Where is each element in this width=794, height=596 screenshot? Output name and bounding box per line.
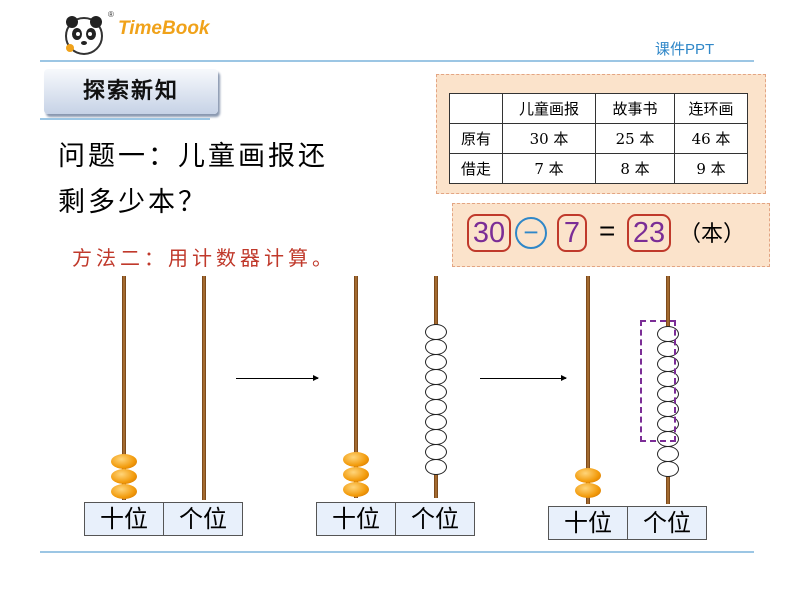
table-cell: 30 本 [502,123,596,154]
table-panel: 儿童画报 故事书 连环画 原有 30 本 25 本 46 本 借走 7 本 8 … [436,74,766,194]
table-cell: 8 本 [595,153,675,184]
tens-rod [354,276,358,498]
table-header-row: 儿童画报 故事书 连环画 [449,93,748,124]
section-tab: 探索新知 [44,69,218,114]
ones-bead [425,369,447,385]
header-divider [40,60,754,62]
footer-divider [40,551,754,553]
panda-logo-icon [62,12,106,56]
tens-bead [343,467,369,482]
section-underline [40,118,210,120]
equation-panel: 30 − 7 = 23 （本） [452,203,770,267]
ones-label: 个位 [627,506,707,540]
ones-rod [202,276,206,500]
ones-bead [657,446,679,462]
ones-bead [657,461,679,477]
equation-minuend: 30 [467,214,511,252]
question-text: 问题一：儿童画报还 剩多少本？ [58,134,418,226]
table-cell: 25 本 [595,123,675,154]
tens-bead [575,483,601,498]
ones-bead [425,339,447,355]
tens-label: 十位 [316,502,396,536]
equation-result: 23 [627,214,671,252]
place-value-label: 十位 个位 [84,502,244,536]
tens-bead [111,469,137,484]
brand-logo-text: TimeBook [118,18,210,39]
ones-bead [425,354,447,370]
question-line-2: 剩多少本？ [58,187,208,218]
tens-bead [343,482,369,497]
ones-bead [425,384,447,400]
tens-rod [586,276,590,504]
ones-bead [425,429,447,445]
question-line-1: 问题一：儿童画报还 [58,141,328,172]
tens-rod [122,276,126,500]
book-table: 儿童画报 故事书 连环画 原有 30 本 25 本 46 本 借走 7 本 8 … [449,93,748,184]
ones-label: 个位 [395,502,475,536]
ones-bead [425,444,447,460]
place-value-label: 十位 个位 [316,502,476,536]
table-row-label: 借走 [449,153,503,184]
tens-bead [343,452,369,467]
arrow-icon [480,375,567,381]
table-cell: 46 本 [674,123,748,154]
ones-label: 个位 [163,502,243,536]
abacus-stage-1: 十位 个位 [84,276,248,538]
table-cell: 7 本 [502,153,596,184]
table-header-cell [449,93,503,124]
table-header-cell: 连环画 [674,93,748,124]
arrow-icon [236,375,319,381]
tens-label: 十位 [548,506,628,540]
table-header-cell: 故事书 [595,93,675,124]
tens-bead [111,484,137,499]
tens-label: 十位 [84,502,164,536]
method-label: 方法二：用计数器计算。 [72,246,336,270]
ones-bead [425,399,447,415]
abacus-stage-3: 十位 个位 [548,276,712,542]
registered-mark: ® [108,10,114,19]
table-row-label: 原有 [449,123,503,154]
ones-bead [425,324,447,340]
brand-right-label: 课件PPT [655,41,715,58]
table-cell: 9 本 [674,153,748,184]
table-header-cell: 儿童画报 [502,93,596,124]
table-row: 借走 7 本 8 本 9 本 [449,153,748,184]
ones-bead [425,459,447,475]
equation-subtrahend: 7 [557,214,587,252]
equation-equals: = [599,215,616,246]
tens-bead [575,468,601,483]
ones-bead [425,414,447,430]
equation-unit: （本） [679,222,746,247]
table-row: 原有 30 本 25 本 46 本 [449,123,748,154]
abacus-stage-2: 十位 个位 [316,276,480,538]
tens-bead [111,454,137,469]
removed-beads-highlight [640,320,676,442]
equation-minus: − [515,217,547,249]
place-value-label: 十位 个位 [548,506,708,540]
